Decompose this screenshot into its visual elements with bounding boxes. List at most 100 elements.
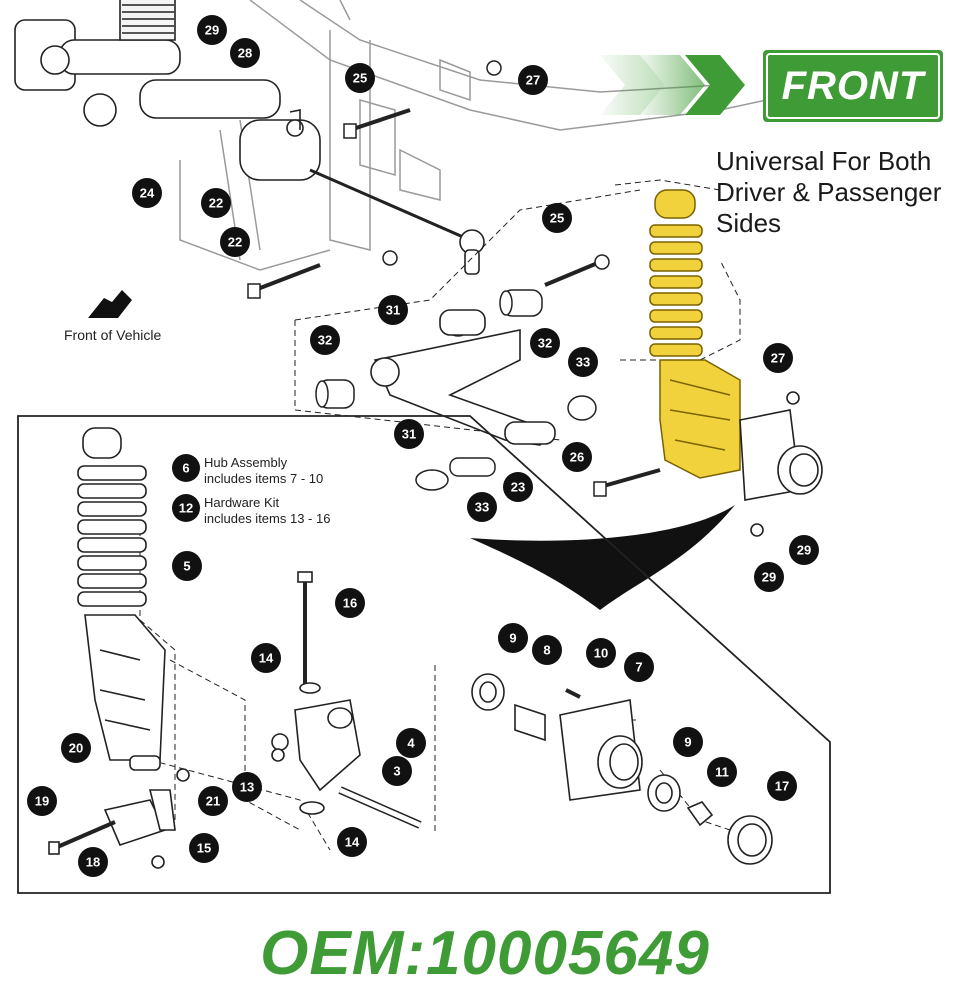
callout-20: 20 (61, 733, 91, 763)
svg-text:5: 5 (183, 559, 190, 574)
hub-top (739, 391, 823, 537)
front-banner-box (763, 50, 943, 122)
bracket-detail (48, 768, 190, 869)
callout-31: 31 (394, 419, 424, 449)
svg-text:29: 29 (762, 570, 776, 585)
svg-text:10: 10 (594, 646, 608, 661)
callout-26: 26 (562, 442, 592, 472)
svg-text:31: 31 (386, 303, 400, 318)
legend-badge-6: 6 (172, 454, 200, 482)
svg-text:16: 16 (343, 596, 357, 611)
callout-25: 25 (345, 63, 375, 93)
callout-29: 29 (789, 535, 819, 565)
chevron-right-icon (600, 55, 665, 115)
svg-text:29: 29 (205, 23, 219, 38)
callout-29: 29 (197, 15, 227, 45)
callout-25: 25 (542, 203, 572, 233)
callout-19: 19 (27, 786, 57, 816)
svg-text:17: 17 (775, 779, 789, 794)
svg-text:26: 26 (570, 450, 584, 465)
svg-text:14: 14 (345, 835, 360, 850)
callout-8: 8 (532, 635, 562, 665)
zoom-funnel (470, 505, 735, 610)
callout-28: 28 (230, 38, 260, 68)
callout-27: 27 (518, 65, 548, 95)
callouts: 29 28 25 27 24 22 22 31 25 32 32 33 31 2… (27, 15, 819, 877)
callout-11: 11 (707, 757, 737, 787)
callout-3: 3 (382, 756, 412, 786)
svg-text:7: 7 (635, 660, 642, 675)
universal-note-line1: Universal For Both (716, 146, 932, 176)
callout-10: 10 (586, 638, 616, 668)
callout-15: 15 (189, 833, 219, 863)
svg-text:31: 31 (402, 427, 416, 442)
bolts-top (247, 60, 661, 497)
svg-text:9: 9 (509, 631, 516, 646)
legend-hardware-kit: Hardware Kit includes items 13 - 16 (204, 495, 330, 527)
legend-hub-line2: includes items 7 - 10 (204, 471, 324, 486)
svg-text:14: 14 (259, 651, 274, 666)
callout-17: 17 (767, 771, 797, 801)
callout-29: 29 (754, 562, 784, 592)
svg-text:22: 22 (209, 196, 223, 211)
front-arrows (600, 55, 745, 115)
universal-note-line3: Sides (716, 208, 782, 238)
detail-frame (17, 415, 831, 894)
legend-hub-assembly: Hub Assembly includes items 7 - 10 (204, 455, 323, 487)
front-label: FRONT (781, 63, 925, 108)
callout-9: 9 (498, 623, 528, 653)
callout-14: 14 (251, 643, 281, 673)
front-of-vehicle-icon (88, 290, 132, 318)
svg-text:27: 27 (526, 73, 540, 88)
universal-note: Universal For Both Driver & Passenger Si… (716, 146, 970, 239)
svg-text:15: 15 (197, 841, 211, 856)
callout-13: 13 (232, 772, 262, 802)
svg-text:28: 28 (238, 46, 252, 61)
svg-text:13: 13 (240, 780, 254, 795)
spindle-detail (271, 571, 422, 829)
chevron-right-icon (685, 55, 745, 115)
svg-text:32: 32 (538, 336, 552, 351)
svg-text:12: 12 (179, 501, 193, 516)
legend-hub-line1: Hub Assembly (204, 455, 288, 470)
svg-text:24: 24 (140, 186, 155, 201)
callout-22: 22 (201, 188, 231, 218)
svg-text:23: 23 (511, 480, 525, 495)
svg-text:33: 33 (576, 355, 590, 370)
svg-text:9: 9 (684, 735, 691, 750)
universal-note-line2: Driver & Passenger (716, 177, 942, 207)
legend-kit-line2: includes items 13 - 16 (204, 511, 331, 526)
svg-text:22: 22 (228, 235, 242, 250)
legend-badge-12: 12 (172, 494, 200, 522)
hub-detail (471, 673, 773, 865)
svg-text:25: 25 (550, 211, 564, 226)
callout-5: 5 (172, 551, 202, 581)
svg-text:6: 6 (182, 461, 189, 476)
bushings (315, 289, 597, 491)
callout-33: 33 (467, 492, 497, 522)
svg-text:19: 19 (35, 794, 49, 809)
callout-32: 32 (310, 325, 340, 355)
callout-24: 24 (132, 178, 162, 208)
svg-text:21: 21 (206, 794, 220, 809)
legend-kit-line1: Hardware Kit (204, 495, 280, 510)
chevron-right-icon (640, 55, 705, 115)
callout-23: 23 (503, 472, 533, 502)
svg-text:20: 20 (69, 741, 83, 756)
callout-27: 27 (763, 343, 793, 373)
front-of-vehicle-label: Front of Vehicle (64, 327, 162, 343)
control-arm (370, 309, 556, 446)
legend-badges: 6 12 (172, 454, 200, 522)
steering-rack-assembly (14, 0, 485, 275)
callout-14: 14 (337, 827, 367, 857)
callout-32: 32 (530, 328, 560, 358)
svg-text:27: 27 (771, 351, 785, 366)
svg-text:32: 32 (318, 333, 332, 348)
callout-31: 31 (378, 295, 408, 325)
callout-7: 7 (624, 652, 654, 682)
callout-22: 22 (220, 227, 250, 257)
svg-text:11: 11 (715, 765, 729, 780)
callout-9: 9 (673, 727, 703, 757)
